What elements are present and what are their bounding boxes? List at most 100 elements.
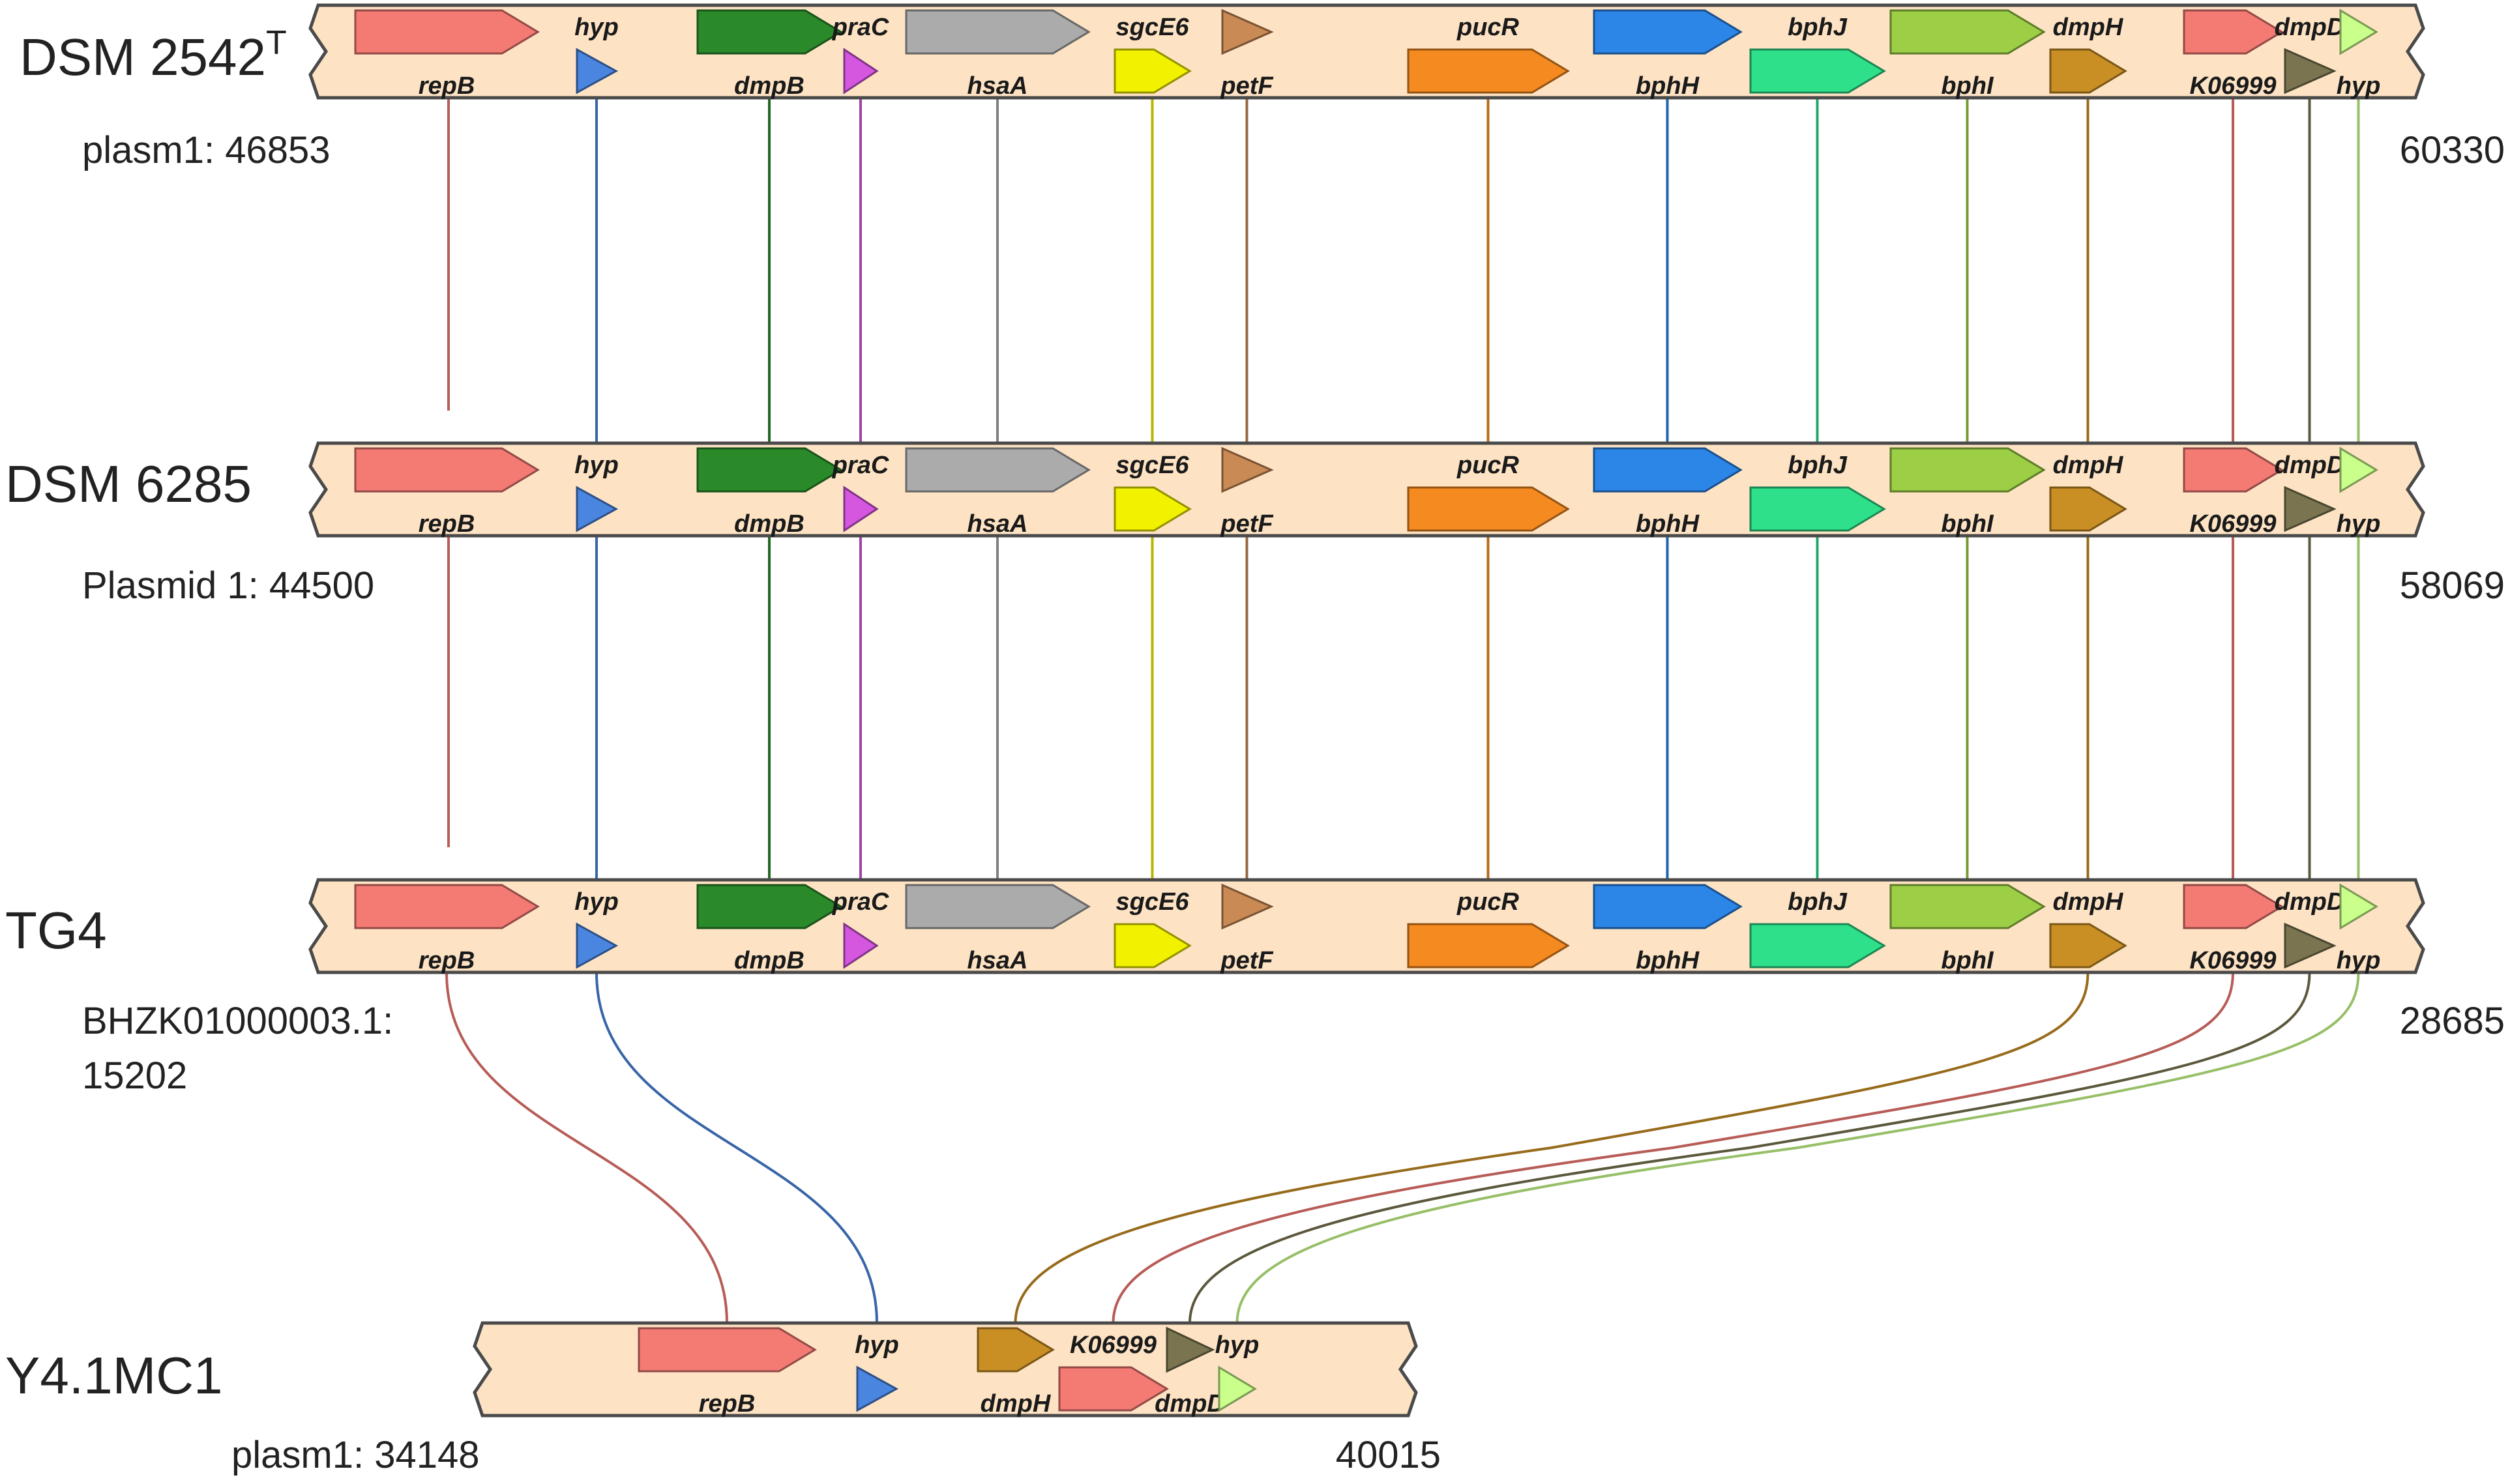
gene-pucr-arrow	[1407, 48, 1570, 94]
gene-label-hsaa: hsaA	[967, 72, 1028, 100]
gene-label-hsaa: hsaA	[967, 947, 1028, 974]
gene-label-petf: petF	[1220, 510, 1274, 538]
start-coordinate-y4-1mc1: plasm1: 34148	[231, 1434, 479, 1476]
gene-label-k06999: K06999	[2189, 72, 2276, 100]
gene-pucr-arrow	[1407, 486, 1570, 532]
gene-prac-arrow	[843, 486, 879, 532]
gene-label-bphi: bphI	[1941, 72, 1994, 100]
gene-label-dmpd: dmpD	[2275, 888, 2345, 916]
gene-label-k06999: K06999	[1070, 1331, 1157, 1359]
gene-label-bphh: bphH	[1636, 947, 1700, 974]
gene-hyp-arrow	[856, 1365, 899, 1412]
gene-label-dmph: dmpH	[2053, 452, 2124, 479]
gene-label-hyp: hyp	[574, 14, 619, 41]
synteny-link-hyp-blue-curved	[595, 972, 878, 1324]
gene-k06999-arrow	[1058, 1366, 1169, 1412]
gene-dmpd-arrow	[2284, 922, 2337, 969]
gene-prac-arrow	[843, 922, 879, 969]
start-coordinate-dsm-6285: Plasmid 1: 44500	[82, 564, 374, 607]
gene-dmpb-arrow	[696, 447, 843, 493]
gene-dmph-arrow	[2049, 923, 2127, 968]
track-bar	[473, 1321, 1418, 1418]
gene-dmpb-arrow	[696, 9, 843, 55]
gene-bphj-arrow	[1749, 923, 1886, 968]
strain-name-dsm-2542: DSM 2542T	[20, 24, 287, 86]
start-coordinate-dsm-2542: plasm1: 46853	[82, 129, 330, 171]
gene-hyp-arrow	[2339, 8, 2378, 55]
gene-bphi-arrow	[1889, 884, 2046, 929]
gene-label-bphj: bphJ	[1788, 888, 1848, 916]
gene-bphi-arrow	[1889, 447, 2046, 493]
gene-label-bphi: bphI	[1941, 947, 1994, 974]
end-coordinate-y4-1mc1: 40015	[1336, 1434, 1441, 1476]
gene-sgce6-arrow	[1114, 486, 1192, 532]
gene-bphj-arrow	[1749, 486, 1886, 532]
synteny-link-dmpd-curved	[1189, 972, 2311, 1324]
gene-label-pucr: pucR	[1456, 888, 1520, 916]
gene-label-bphh: bphH	[1636, 72, 1700, 100]
gene-dmph-arrow	[2049, 48, 2127, 94]
gene-petf-arrow	[1221, 883, 1274, 930]
gene-label-repb: repB	[419, 510, 475, 538]
gene-bphh-arrow	[1593, 447, 1743, 493]
gene-dmph-arrow	[2049, 486, 2127, 532]
gene-label-dmph: dmpH	[2053, 888, 2124, 916]
gene-repb-arrow	[354, 884, 540, 929]
end-coordinate-dsm-2542: 60330	[2400, 129, 2505, 171]
gene-pucr-arrow	[1407, 923, 1570, 968]
gene-label-repb: repB	[419, 947, 475, 974]
track-tg4: repBhypdmpBpraChsaAsgcE6petFpucRbphHbphJ…	[308, 878, 2425, 974]
gene-bphi-arrow	[1889, 9, 2046, 55]
gene-bphj-arrow	[1749, 48, 1886, 94]
gene-label-prac: praC	[832, 14, 889, 41]
gene-hyp-arrow	[576, 922, 619, 969]
gene-label-repb: repB	[699, 1390, 756, 1418]
genome-tracks: repB hyp dmpB praC hsaA sgcE6 petF pucR bphH bphJ…	[308, 3, 2425, 1418]
gene-dmpd-arrow	[2284, 486, 2337, 532]
gene-label-dmpd: dmpD	[2275, 14, 2345, 41]
gene-label-sgce6: sgcE6	[1116, 452, 1190, 479]
start-coordinate-tg4: BHZK01000003.1:	[82, 1000, 393, 1042]
gene-label-dmph: dmpH	[981, 1390, 1052, 1418]
gene-label-dmpb: dmpB	[734, 72, 805, 100]
gene-hyp-arrow	[576, 48, 619, 95]
gene-label-petf: petF	[1220, 72, 1274, 100]
gene-label-hyp: hyp	[855, 1331, 899, 1359]
gene-dmph-arrow	[977, 1327, 1055, 1373]
track-dsm-2542: repBhypdmpBpraChsaAsgcE6petFpucRbphHbphJ…	[308, 3, 2425, 100]
gene-k06999-arrow	[2183, 884, 2284, 929]
gene-label-hyp: hyp	[2337, 510, 2381, 538]
gene-label-dmpb: dmpB	[734, 510, 805, 538]
gene-hyp-arrow	[2339, 883, 2378, 930]
gene-dmpd-arrow	[1166, 1326, 1215, 1373]
track-y4-1mc1: repB hyp dmpH K06999 dmpD hyp	[473, 1321, 1418, 1418]
gene-repb-arrow	[354, 447, 540, 493]
gene-label-k06999: K06999	[2189, 947, 2276, 974]
gene-label-sgce6: sgcE6	[1116, 888, 1190, 916]
end-coordinate-tg4: 28685	[2400, 1000, 2505, 1042]
gene-hyp-arrow	[1218, 1365, 1257, 1412]
synteny-link-dmph-curved	[1014, 972, 2089, 1324]
gene-bphh-arrow	[1593, 884, 1743, 929]
gene-label-petf: petF	[1220, 947, 1274, 974]
synteny-link-hyp-green-curved	[1235, 972, 2360, 1324]
gene-label-hyp: hyp	[1215, 1331, 1260, 1359]
gene-prac-arrow	[843, 48, 879, 95]
strain-name-y4-1mc1: Y4.1MC1	[5, 1346, 222, 1404]
end-coordinate-dsm-6285: 58069	[2400, 564, 2505, 607]
gene-label-dmpd: dmpD	[2275, 452, 2345, 479]
gene-bphh-arrow	[1593, 9, 1743, 55]
gene-petf-arrow	[1221, 446, 1274, 493]
gene-label-k06999: K06999	[2189, 510, 2276, 538]
gene-hyp-arrow	[576, 486, 619, 532]
gene-label-dmpd: dmpD	[1155, 1390, 1225, 1418]
start-coordinate-tg4-line2: 15202	[82, 1055, 187, 1097]
gene-label-prac: praC	[832, 452, 889, 479]
gene-k06999-arrow	[2183, 9, 2284, 55]
gene-petf-arrow	[1221, 8, 1274, 55]
gene-label-bphi: bphI	[1941, 510, 1994, 538]
gene-label-sgce6: sgcE6	[1116, 14, 1190, 41]
gene-label-prac: praC	[832, 888, 889, 916]
synteny-links	[445, 98, 2360, 1324]
